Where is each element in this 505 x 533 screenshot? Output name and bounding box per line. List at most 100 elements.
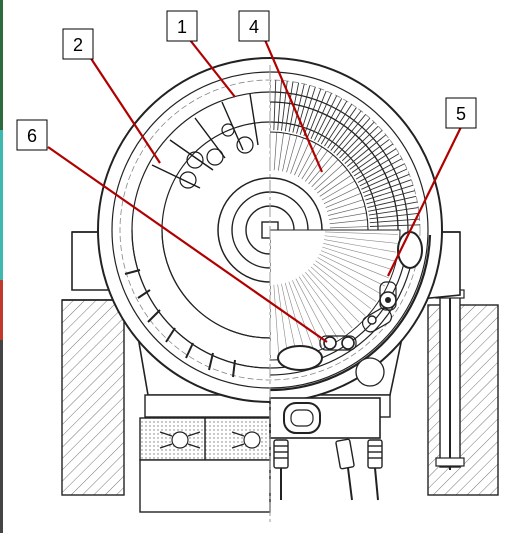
rotor-slot bbox=[301, 146, 323, 180]
stator-slot bbox=[333, 114, 366, 154]
stator-slot bbox=[327, 107, 357, 149]
rotor-slot bbox=[321, 180, 356, 201]
stator-slot bbox=[277, 80, 282, 131]
lower-slot bbox=[317, 257, 382, 295]
leader-4 bbox=[263, 39, 324, 173]
stator-slot bbox=[365, 184, 414, 201]
stator-slot bbox=[369, 218, 420, 224]
stator-slot bbox=[284, 81, 294, 132]
stator-slot bbox=[310, 92, 332, 139]
lower-slot bbox=[273, 284, 280, 358]
lower-duct bbox=[269, 234, 432, 392]
lower-slot bbox=[298, 276, 339, 339]
stator-slot bbox=[317, 98, 343, 143]
left-edge-strip bbox=[0, 0, 3, 533]
callout-label-4: 4 bbox=[249, 17, 259, 37]
brush-holder bbox=[319, 281, 397, 351]
lower-slot bbox=[324, 239, 397, 253]
callout-5: 5 bbox=[445, 97, 477, 129]
stator-slot bbox=[273, 80, 277, 131]
stator-slot bbox=[357, 158, 403, 183]
stator-slot bbox=[292, 83, 305, 133]
stator-slot bbox=[339, 121, 375, 159]
callout-4: 4 bbox=[238, 10, 270, 42]
rotor-slot bbox=[286, 135, 298, 173]
stator-slot bbox=[367, 195, 417, 208]
stator-slot bbox=[324, 103, 353, 147]
lower-slot bbox=[313, 263, 372, 310]
lower-slot bbox=[324, 235, 398, 244]
callout-label-5: 5 bbox=[456, 104, 466, 124]
cable-glands bbox=[273, 438, 383, 501]
left-fins bbox=[124, 269, 236, 378]
stator-slot bbox=[368, 207, 419, 216]
stator-slot bbox=[336, 117, 371, 156]
stator-slot bbox=[346, 134, 387, 167]
cooler-units bbox=[139, 417, 271, 513]
stator-slot bbox=[341, 125, 379, 162]
rotor-slot bbox=[317, 169, 348, 194]
lower-slot bbox=[320, 250, 389, 279]
leader-6 bbox=[47, 146, 328, 343]
stator-slot bbox=[296, 85, 311, 134]
callout-2: 2 bbox=[62, 28, 94, 60]
leader-1 bbox=[189, 39, 236, 98]
right-foundation bbox=[427, 288, 499, 496]
stator-slot bbox=[355, 153, 400, 180]
stator-slot bbox=[349, 138, 390, 170]
rotor-slot bbox=[294, 140, 311, 176]
callout-label-2: 2 bbox=[73, 35, 83, 55]
lower-slot bbox=[322, 246, 392, 270]
stator-slot bbox=[369, 224, 420, 227]
stator-slot bbox=[368, 201, 418, 212]
leader-lines bbox=[47, 39, 463, 343]
stator-slot bbox=[307, 90, 327, 138]
rotor-slot bbox=[329, 212, 367, 220]
rotor-slot bbox=[325, 192, 361, 208]
lower-slot bbox=[281, 283, 297, 356]
stator-slot bbox=[369, 212, 420, 220]
leader-5 bbox=[387, 124, 463, 277]
stator-slot bbox=[320, 100, 348, 145]
rotor-slot bbox=[311, 159, 339, 188]
rotor-slot bbox=[319, 174, 352, 197]
lower-slot bbox=[277, 284, 289, 357]
stator-slot bbox=[353, 148, 397, 177]
lower-slot bbox=[288, 281, 315, 351]
rotor-slot bbox=[282, 134, 291, 172]
stator-slot bbox=[364, 179, 412, 197]
lower-slot bbox=[307, 269, 360, 323]
rotor-slot bbox=[290, 137, 304, 174]
rotor-slot bbox=[328, 205, 366, 216]
rotor-slot bbox=[326, 199, 364, 212]
stator-slot bbox=[303, 88, 322, 137]
callout-6: 6 bbox=[16, 119, 48, 151]
rotor-slot bbox=[278, 132, 284, 171]
rotor-slot bbox=[329, 219, 368, 225]
stator-winding bbox=[270, 80, 420, 361]
lower-slot bbox=[324, 231, 398, 235]
callout-label-1: 1 bbox=[177, 17, 187, 37]
lower-slot bbox=[295, 278, 331, 344]
lower-slot bbox=[315, 260, 377, 302]
lower-slot bbox=[305, 271, 353, 329]
lower-slot bbox=[323, 243, 395, 262]
callout-1: 1 bbox=[166, 10, 198, 42]
rotor-slot bbox=[314, 164, 344, 191]
rotor-slot bbox=[304, 150, 328, 182]
stator-slot bbox=[344, 130, 383, 164]
callout-label-6: 6 bbox=[27, 126, 37, 146]
stator-slot bbox=[359, 163, 405, 187]
rotor-slot bbox=[329, 226, 368, 229]
terminal-box bbox=[269, 397, 381, 439]
lower-slot bbox=[319, 253, 386, 287]
stator-slot bbox=[366, 190, 415, 205]
leader-2 bbox=[89, 56, 161, 164]
stator-slot bbox=[330, 110, 362, 151]
rotor-slot bbox=[273, 132, 278, 171]
stator-slot bbox=[351, 143, 394, 174]
lower-slot bbox=[310, 266, 366, 316]
stator-slot bbox=[314, 95, 338, 141]
lower-slot bbox=[302, 274, 346, 334]
